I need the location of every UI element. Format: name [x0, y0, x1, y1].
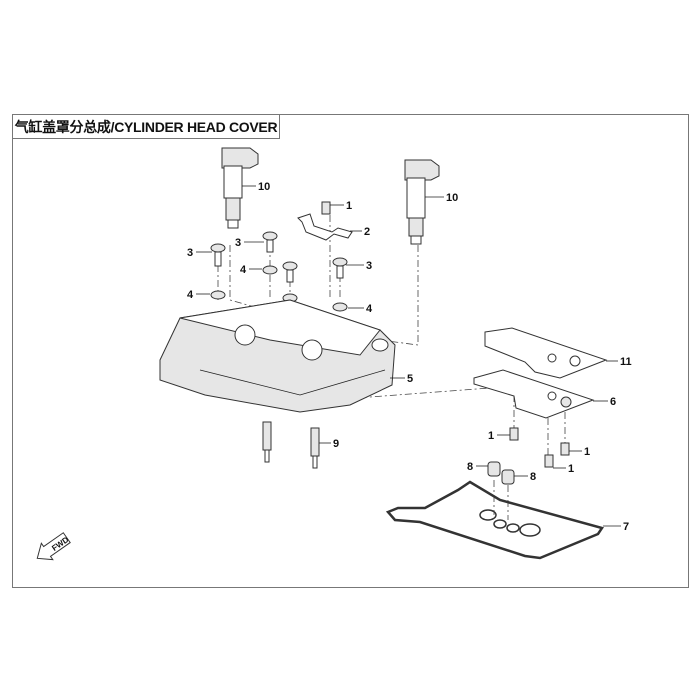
leader-lines — [196, 185, 621, 527]
diagram-title: 气缸盖罩分总成/CYLINDER HEAD COVER — [12, 114, 280, 139]
callout-4-left: 4 — [187, 289, 194, 301]
callout-9: 9 — [333, 438, 339, 450]
bolt-mid2[interactable] — [282, 261, 298, 283]
ignition-coil-left[interactable] — [221, 147, 259, 229]
shield-bolts[interactable] — [509, 427, 570, 468]
spark-plugs[interactable] — [262, 421, 320, 469]
callout-1-bracket-bolt: 1 — [346, 200, 352, 212]
callout-10-left: 10 — [258, 181, 270, 193]
callout-7: 7 — [623, 521, 629, 533]
bolt-right[interactable] — [332, 257, 348, 279]
callout-1-shield-right: 1 — [584, 446, 590, 458]
seals[interactable] — [487, 461, 515, 485]
washer-right[interactable] — [332, 302, 348, 312]
callout-3-left: 3 — [187, 247, 193, 259]
ignition-coil-right[interactable] — [404, 159, 440, 245]
cylinder-head-cover[interactable] — [159, 299, 396, 413]
callout-11: 11 — [620, 356, 632, 368]
fwd-label: FWD — [50, 535, 70, 553]
callout-4-right: 4 — [366, 303, 373, 315]
callout-1-shield-bottom: 1 — [568, 463, 574, 475]
callout-1-shield-left: 1 — [488, 430, 494, 442]
gasket[interactable] — [385, 480, 605, 560]
callout-10-right: 10 — [446, 192, 458, 204]
heat-shield-lower[interactable] — [473, 369, 595, 419]
diagram-frame — [12, 114, 689, 588]
bolt-mid[interactable] — [262, 231, 278, 253]
callout-8-right: 8 — [530, 471, 536, 483]
bolt-left[interactable] — [210, 243, 226, 267]
callout-4-mid: 4 — [240, 264, 247, 276]
callout-8-left: 8 — [467, 461, 473, 473]
gasket-rings — [479, 509, 541, 537]
washer-left[interactable] — [210, 290, 226, 300]
bolts-and-washers — [210, 231, 348, 312]
callout-5: 5 — [407, 373, 413, 385]
callout-2: 2 — [364, 226, 370, 238]
bracket[interactable] — [297, 201, 353, 241]
forward-arrow-icon: FWD — [36, 532, 71, 561]
washer-mid[interactable] — [262, 265, 278, 275]
callout-3-mid: 3 — [235, 237, 241, 249]
callout-6: 6 — [610, 396, 616, 408]
callout-3-right: 3 — [366, 260, 372, 272]
